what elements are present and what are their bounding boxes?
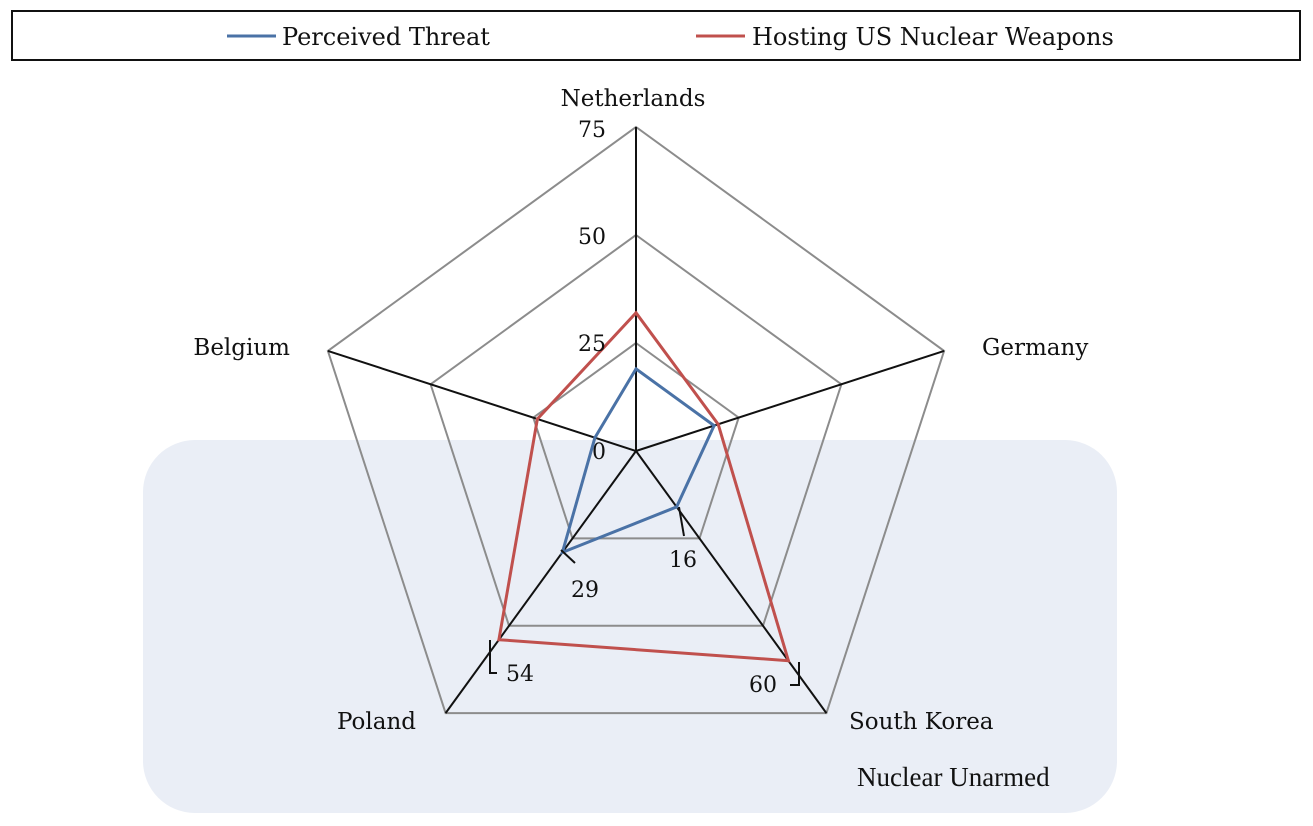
axis-south-korea — [635, 450, 828, 714]
point-hosting-us-nuclear-weapons-poland — [497, 638, 501, 642]
axis-germany — [635, 349, 945, 452]
radial-tick-0: 0 — [592, 440, 606, 465]
point-perceived-threat-germany — [712, 424, 716, 428]
radial-tick-75: 75 — [578, 118, 606, 143]
point-hosting-us-nuclear-weapons-germany — [716, 422, 720, 426]
category-label-netherlands: Netherlands — [561, 86, 706, 112]
category-labels: Netherlands Germany South Korea Poland B… — [193, 86, 1088, 735]
radial-tick-25: 25 — [578, 332, 606, 357]
radar-grid — [326, 125, 946, 715]
axis-belgium — [327, 349, 637, 452]
point-perceived-threat-south-korea — [675, 505, 679, 509]
category-label-belgium: Belgium — [193, 335, 290, 361]
radial-tick-labels: 0 25 50 75 — [578, 118, 606, 465]
point-hosting-us-nuclear-weapons-south-korea — [786, 659, 790, 663]
data-labels: 29 16 54 60 — [489, 506, 800, 698]
point-hosting-us-nuclear-weapons-belgium — [535, 417, 539, 421]
legend-label-hosting-us-nuclear-weapons: Hosting US Nuclear Weapons — [752, 23, 1114, 51]
category-label-south-korea: South Korea — [849, 709, 994, 735]
data-label-leader-16 — [678, 506, 685, 537]
data-label-leader-60 — [790, 662, 800, 686]
data-label-60: 60 — [749, 673, 777, 698]
data-label-leader-54 — [489, 640, 497, 674]
point-perceived-threat-belgium — [593, 436, 597, 440]
data-label-54: 54 — [506, 662, 534, 687]
radial-tick-50: 50 — [578, 225, 606, 250]
data-label-16: 16 — [669, 548, 697, 573]
grid-ring-50 — [429, 233, 843, 627]
grid-ring-75 — [326, 125, 946, 715]
data-label-leader-29 — [560, 549, 576, 564]
legend-box — [11, 10, 1301, 61]
legend: Perceived Threat Hosting US Nuclear Weap… — [11, 10, 1301, 61]
axis-poland — [444, 450, 637, 714]
data-label-29: 29 — [571, 578, 599, 603]
point-perceived-threat-netherlands — [634, 367, 638, 371]
legend-label-perceived-threat: Perceived Threat — [282, 23, 490, 51]
point-hosting-us-nuclear-weapons-netherlands — [634, 311, 638, 315]
series-hosting-us-nuclear-weapons — [497, 310, 791, 663]
nuclear-unarmed-label: Nuclear Unarmed — [857, 762, 1050, 792]
category-label-poland: Poland — [337, 709, 416, 735]
category-label-germany: Germany — [982, 335, 1088, 361]
series-perceived-threat — [560, 366, 716, 555]
